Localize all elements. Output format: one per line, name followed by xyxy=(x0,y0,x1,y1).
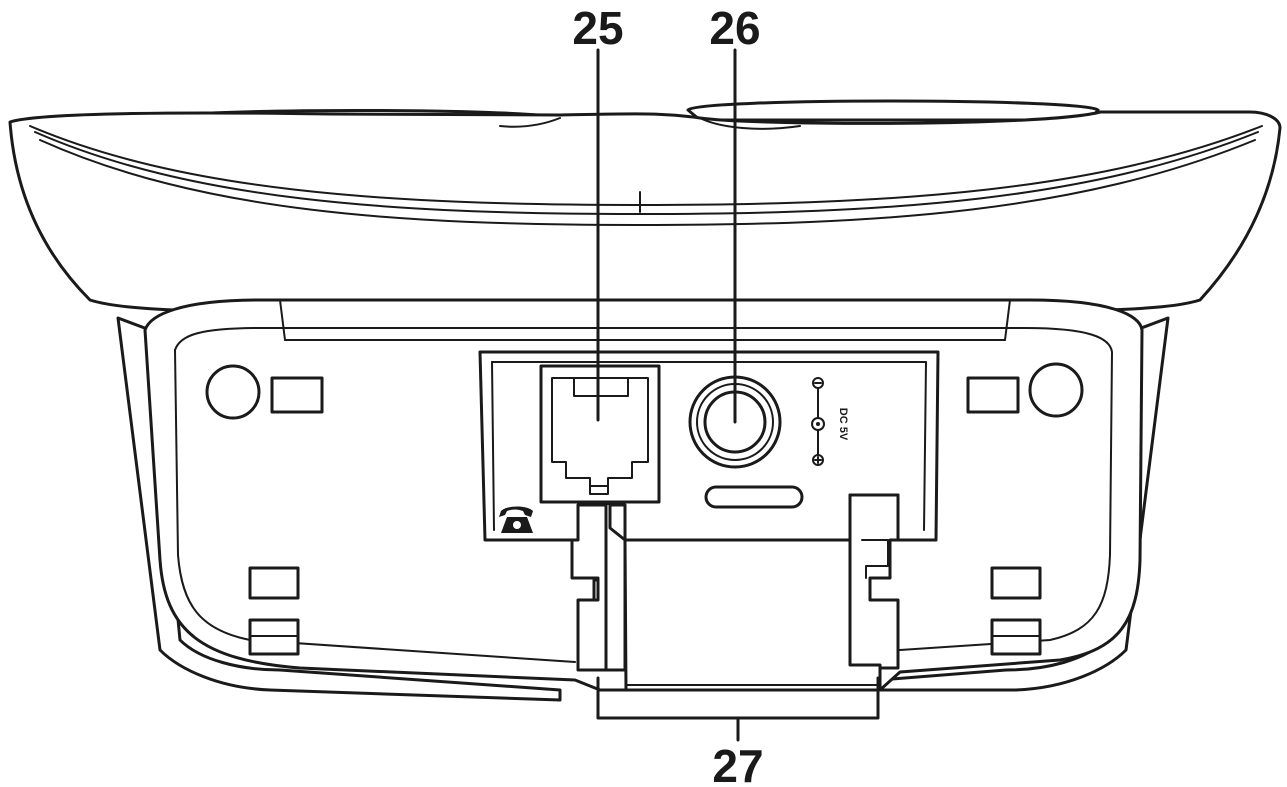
telephone-jack xyxy=(539,364,661,504)
callout-27: 27 xyxy=(712,740,763,787)
mount-slots xyxy=(248,376,1042,656)
handset-top xyxy=(8,99,1282,314)
polarity-markings: DC 5V xyxy=(811,377,849,466)
screw-hole-right xyxy=(1028,362,1084,418)
cable-clips xyxy=(570,493,900,692)
dc-voltage-label: DC 5V xyxy=(837,408,849,441)
button-slot xyxy=(704,485,804,509)
callout-leaders xyxy=(596,48,880,742)
callout-26: 26 xyxy=(709,2,760,54)
telephone-icon xyxy=(499,506,533,533)
screw-hole-left xyxy=(205,364,261,420)
callout-25: 25 xyxy=(572,2,623,54)
